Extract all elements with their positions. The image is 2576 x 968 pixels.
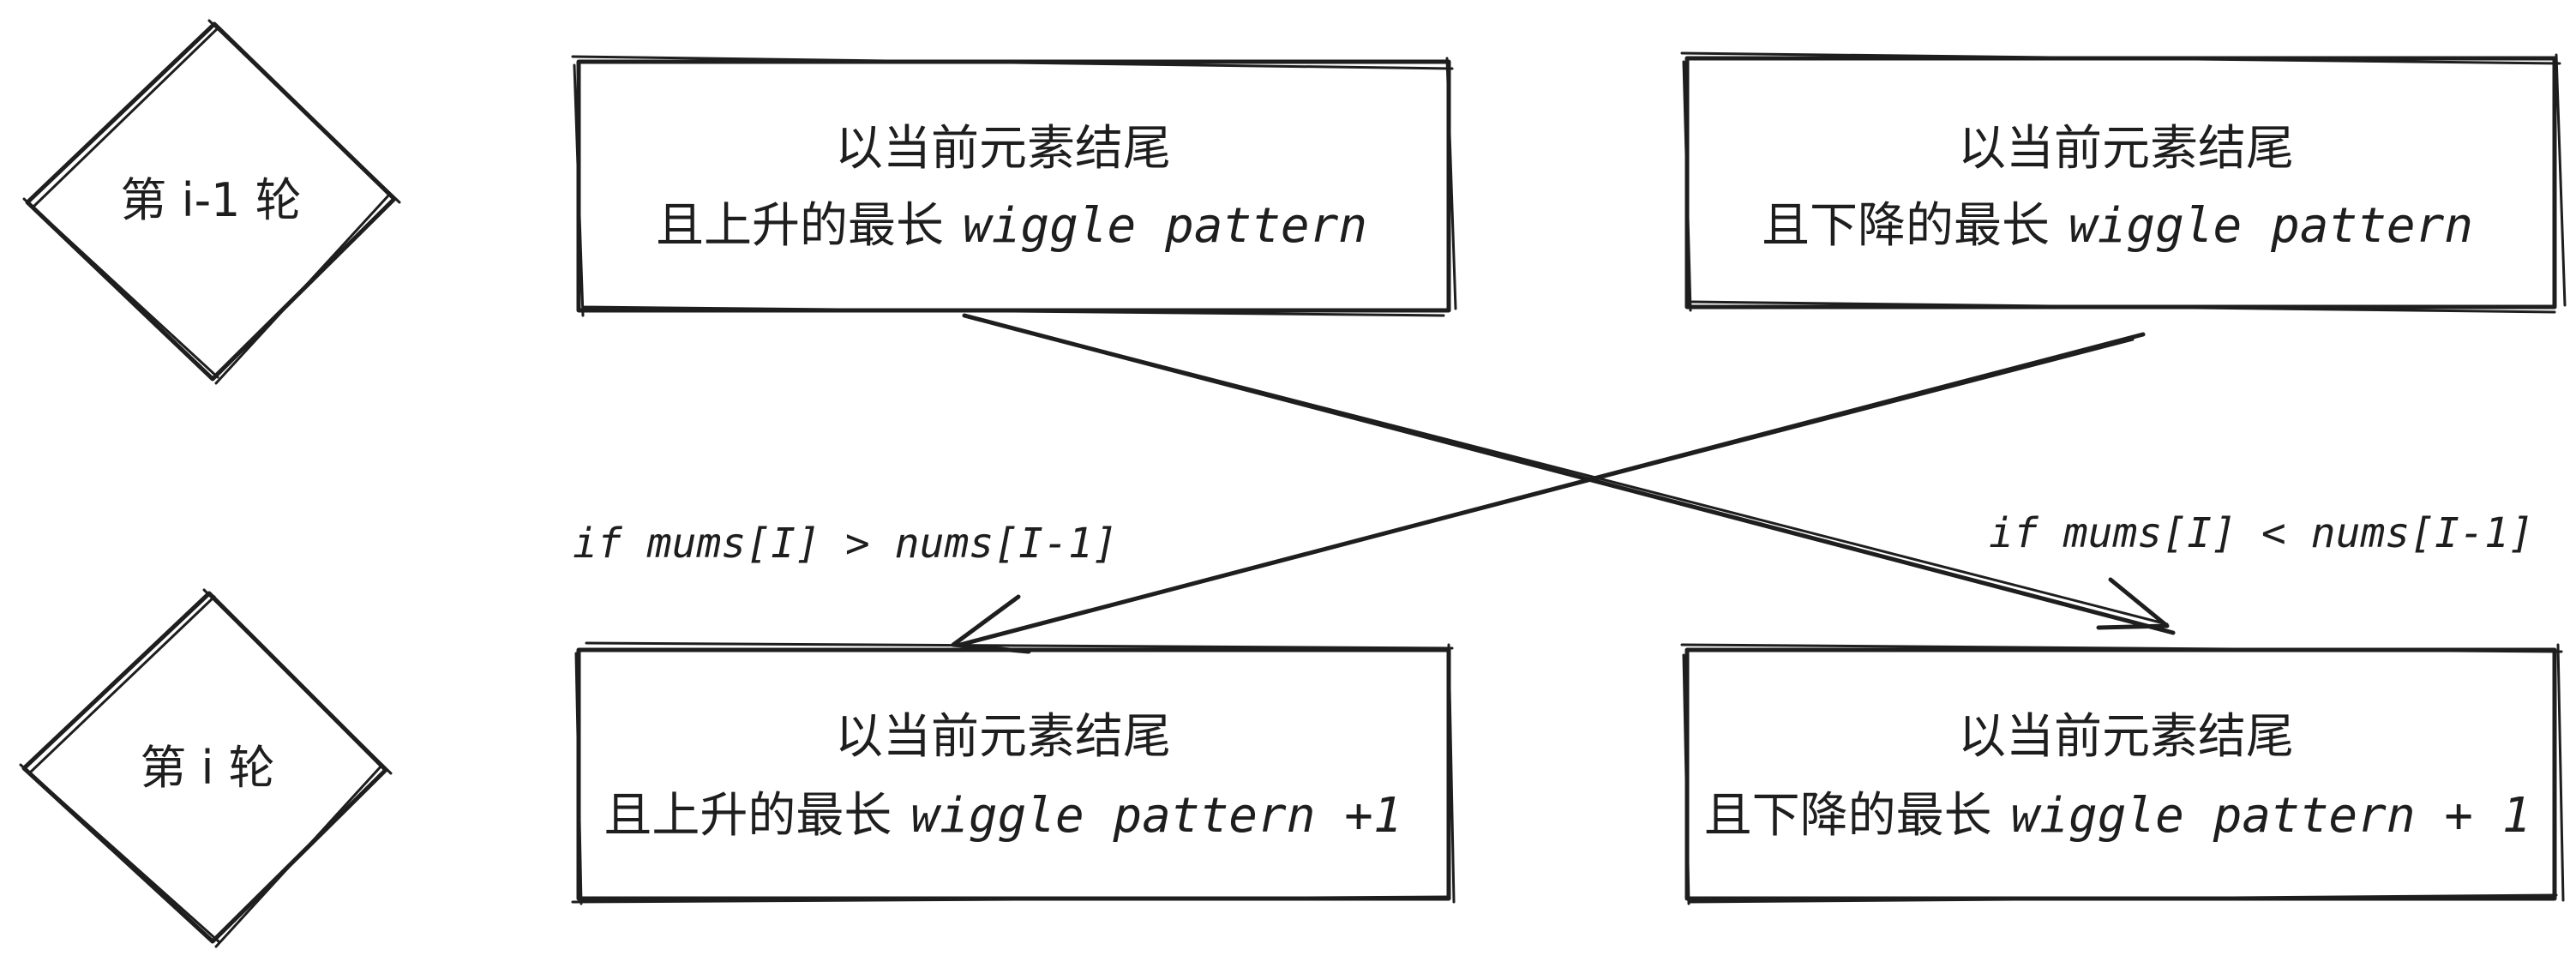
arrow-up-to-down-head [2096,577,2170,630]
arrow-down-to-up-line-sketch [969,338,2135,643]
box-curr-up-sketch [571,641,1456,905]
condition-right: if mums[I] < nums[I-1] [1989,509,2534,557]
diamond-curr-label: 第 i 轮 [140,741,274,795]
box-prev-down-line1: 以当前元素结尾 [1958,121,2294,177]
box-curr-down-sketch [1680,643,2565,905]
diamond-curr-round[interactable]: 第 i 轮 [19,588,393,948]
diamond-prev-label: 第 i-1 轮 [120,173,301,227]
diamond-prev-round[interactable]: 第 i-1 轮 [22,19,401,385]
box-curr-down-line1: 以当前元素结尾 [1958,709,2294,765]
diamond-prev-sketch [22,19,401,385]
condition-left: if mums[I] > nums[I-1] [573,520,1118,568]
box-prev-up-sketch [571,55,1457,317]
box-curr-up-line1: 以当前元素结尾 [835,709,1171,765]
box-curr-down-frame [1684,647,2557,901]
box-prev-down-sketch [1680,51,2567,314]
box-prev-up-line1: 以当前元素结尾 [835,121,1171,177]
arrow-up-to-down[interactable] [962,313,2176,635]
box-prev-down-frame [1684,56,2557,310]
arrow-up-to-down-line-sketch [976,317,2169,626]
box-prev-up-frame [576,59,1451,313]
diamond-curr-sketch [19,588,393,948]
arrow-down-to-up-head [951,594,1031,654]
box-curr-up-frame [576,647,1451,901]
arrow-down-to-up[interactable] [951,332,2146,654]
